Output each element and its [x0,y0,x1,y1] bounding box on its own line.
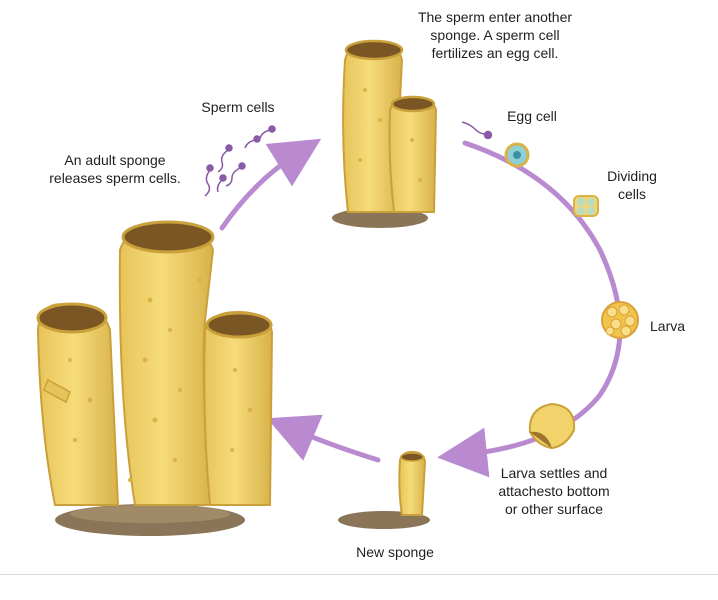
egg-cell [504,142,530,168]
label-dividing-cells: Dividing cells [607,168,657,202]
label-egg-cell: Egg cell [507,108,557,124]
label-sperm-enter-sponge: The sperm enter another sponge. A sperm … [417,9,573,61]
settled-larva [528,402,576,450]
label-larva-settles: Larva settles and attachesto bottom or o… [498,465,610,517]
label-larva: Larva [650,318,686,334]
label-new-sponge: New sponge [356,544,434,560]
bottom-divider [0,574,718,575]
sperm-cells-group [204,125,276,197]
receiving-sponge [332,39,438,228]
sperm-to-egg [461,121,493,140]
label-sperm-cells: Sperm cells [201,99,275,115]
arrow-new-to-adult [266,414,381,463]
dividing-cells [573,195,599,217]
adult-sponge [36,220,274,536]
arrow-adult-to-fertilization [219,138,322,231]
new-sponge [338,450,430,529]
label-adult-releases-sperm: An adult sponge releases sperm cells. [49,152,181,186]
larva [601,301,639,339]
